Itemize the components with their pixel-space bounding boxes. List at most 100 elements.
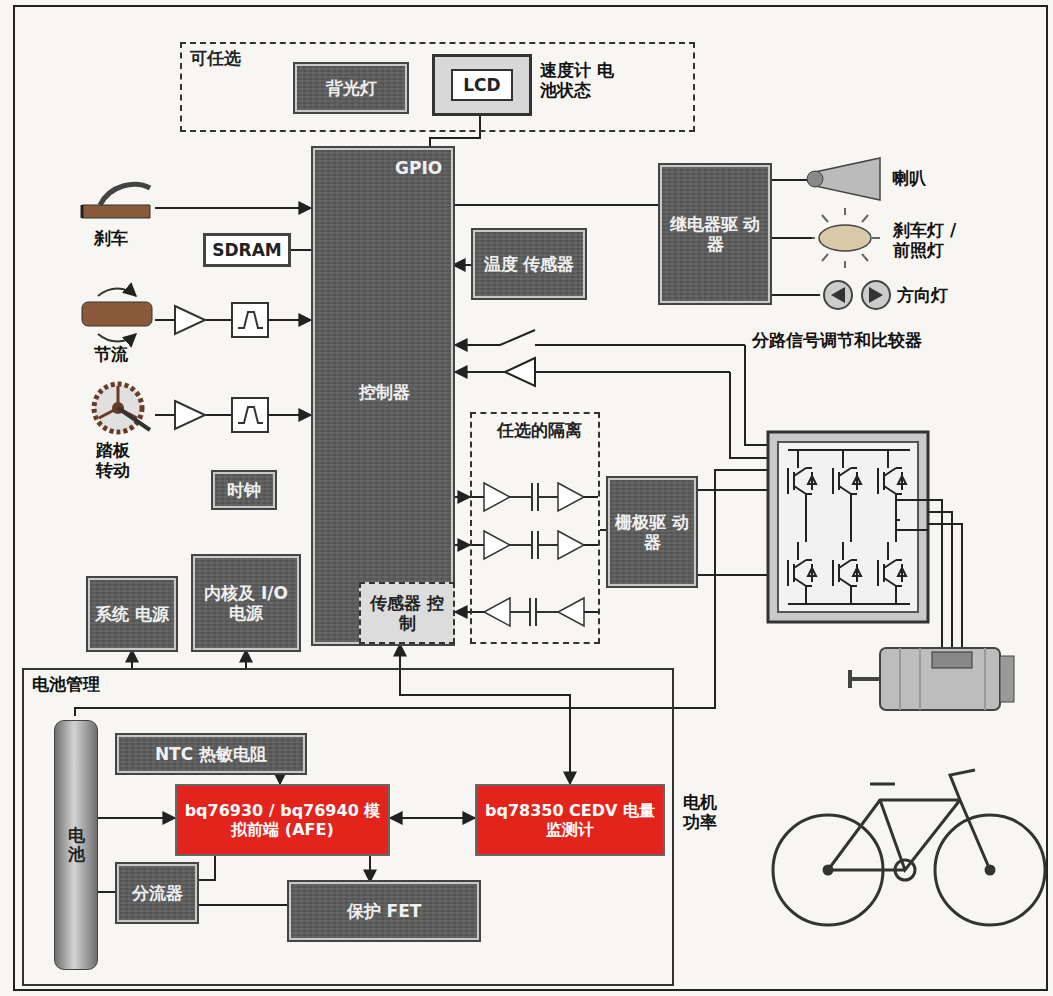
- motor-phase-wires-part: [896, 512, 952, 655]
- node-text: 电池管理: [32, 674, 100, 694]
- motor-part: [1000, 656, 1014, 702]
- shunt-comparators-part: [455, 344, 500, 346]
- brake-lever-part: [81, 205, 84, 218]
- node-text: bq76930 / bq76940 模拟前端 (AFE): [182, 801, 383, 839]
- label-text: 速度计 电池状态: [540, 60, 620, 101]
- gate-driver-box: 栅极驱 动器: [608, 478, 696, 586]
- isolators-part-part: [484, 598, 584, 626]
- connector: [98, 817, 175, 819]
- throttle-grip-part: [98, 289, 136, 297]
- throttle-grip-part: [82, 302, 152, 326]
- turn-signal-icons-part: [869, 287, 883, 303]
- connector: [291, 249, 313, 251]
- connector: [245, 650, 247, 668]
- connector: [197, 904, 289, 906]
- motor-phase-wires: [896, 500, 962, 655]
- sdram-box: SDRAM: [203, 233, 291, 267]
- node-text: 温度 传感器: [484, 254, 575, 274]
- shunt-box: 分流器: [117, 864, 197, 922]
- isolators-part: [470, 497, 598, 612]
- turn-signal-icons-part: [831, 287, 845, 303]
- connector: [131, 650, 133, 668]
- node-text: 保护 FET: [347, 901, 422, 921]
- throttle-grip: [82, 289, 152, 342]
- motor-part: [850, 670, 880, 688]
- connector: [600, 529, 608, 531]
- inverter-bridge-part: [788, 450, 910, 604]
- core-io-power-box: 内核及 I/O 电源: [193, 556, 299, 650]
- ntc-box: NTC 热敏电阻: [117, 735, 305, 773]
- connector: [453, 496, 470, 498]
- pedal-chain-part: [232, 398, 268, 432]
- brake-lever: [82, 184, 150, 218]
- relay-driver-box: 继电器驱 动器: [660, 165, 770, 303]
- brake-lever-part: [100, 184, 150, 205]
- connector: [197, 856, 215, 880]
- label-text: 分路信号调节和比较器: [752, 330, 922, 350]
- shunt-comparators-part: [535, 344, 745, 346]
- node-text: 传感器 控制: [366, 593, 448, 634]
- node-text: 内核及 I/O 电源: [200, 583, 292, 624]
- bicycle: [773, 770, 1045, 925]
- shunt-comparators-part: [455, 371, 505, 373]
- shunt-comparators-part: [505, 358, 535, 386]
- connector: [430, 116, 480, 148]
- lcd-box: LCD: [432, 54, 532, 116]
- gate-to-bridge-part: [696, 490, 768, 575]
- node-text: LCD: [451, 69, 512, 101]
- node-text: 可任选: [190, 48, 241, 68]
- label-text: 方向灯: [897, 285, 948, 305]
- connector: [369, 856, 371, 882]
- pedal-chain: [155, 398, 311, 432]
- inverter-bridge-part: [806, 512, 896, 542]
- brake-signal: [155, 207, 311, 209]
- motor: [850, 648, 1014, 710]
- motor-phase-wires-part: [896, 524, 962, 655]
- clock-box: 时钟: [213, 472, 275, 508]
- node-text: 系统 电源: [95, 604, 169, 624]
- isolators-part: [484, 483, 584, 511]
- bicycle-part: [828, 770, 990, 870]
- inverter-bridge-part: [778, 442, 918, 612]
- shunt-comparators: [455, 330, 768, 458]
- inverter-bridge-part: [768, 432, 928, 622]
- afe-box: bq76930 / bq76940 模拟前端 (AFE): [175, 784, 390, 856]
- inverter-bridge-part: [878, 450, 906, 512]
- shunt-comparators-part: [745, 345, 768, 445]
- isolators-part: [484, 531, 584, 559]
- inverter-bridge-part: [788, 542, 816, 604]
- label-text: 刹车: [94, 228, 128, 248]
- isolators-part: [484, 598, 584, 626]
- brake-lever-part: [82, 205, 150, 218]
- throttle-chain-part: [268, 319, 311, 321]
- connector: [400, 644, 570, 784]
- throttle-chain-part: [175, 306, 205, 334]
- shunt-comparators-part: [535, 371, 730, 373]
- pedal-chain-part: [268, 414, 311, 416]
- node-text: NTC 热敏电阻: [155, 744, 267, 764]
- node-text: bq78350 CEDV 电量监测计: [482, 801, 658, 839]
- node-text: 电池: [68, 826, 85, 863]
- label-text: 电机 功率: [683, 792, 727, 833]
- shunt-comparators-part: [730, 372, 768, 458]
- connector: [279, 773, 281, 784]
- inverter-bridge-part: [833, 450, 861, 512]
- pedal-gear-part: [99, 386, 137, 418]
- label-text: 踏板 转动: [96, 440, 136, 481]
- connector: [453, 204, 660, 206]
- throttle-chain-part: [232, 303, 268, 337]
- motor-part: [900, 648, 985, 710]
- connector: [455, 611, 470, 613]
- node-text: GPIO: [395, 158, 442, 178]
- inverter-bridge-part: [878, 542, 906, 604]
- turn-signal-icons: [824, 281, 890, 309]
- horn-icon: [807, 158, 880, 200]
- label-text: 刹车灯 / 前照灯: [893, 220, 973, 261]
- battery-management-region: 电池管理电池 NTC 热敏电阻 bq76930 / bq76940 模拟前端 (AF…: [22, 668, 674, 986]
- label-text: 喇叭: [892, 168, 926, 188]
- node-text: 任选的隔离: [497, 420, 582, 440]
- node-text: 分流器: [132, 883, 183, 903]
- sensor-control-box: 传感器 控制: [359, 582, 455, 644]
- turn-signal-icons-part: [862, 281, 890, 309]
- pedal-gear-part: [118, 408, 150, 430]
